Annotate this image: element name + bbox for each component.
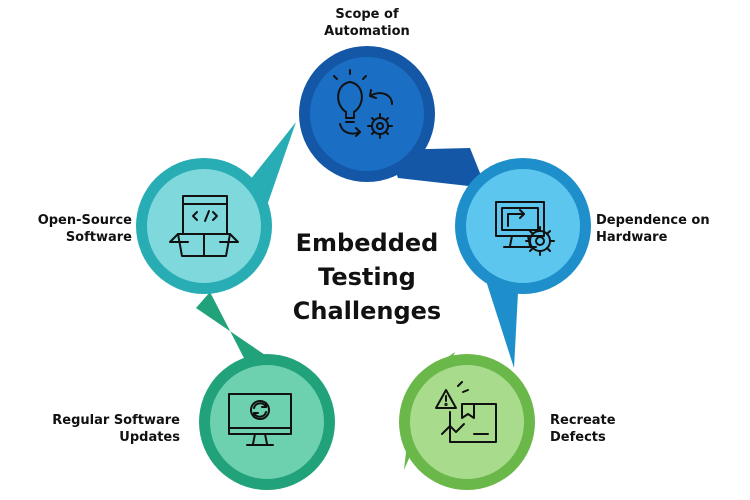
label-line: Updates — [119, 430, 180, 445]
title-line: Challenges — [292, 297, 442, 325]
node-updates — [199, 354, 335, 490]
title-line: Testing — [318, 263, 416, 291]
label-hardware: Dependence on Hardware — [596, 212, 744, 246]
label-line: Defects — [550, 430, 606, 445]
label-updates: Regular Software Updates — [20, 412, 180, 446]
label-line: Hardware — [596, 230, 668, 245]
lightbulb-gear-cycle-icon — [333, 69, 393, 139]
open-box-code-icon — [169, 195, 239, 257]
diagram-title: Embedded Testing Challenges — [252, 226, 482, 328]
label-line: Scope of — [335, 7, 399, 22]
monitor-refresh-icon — [228, 393, 292, 446]
label-line: Software — [65, 230, 132, 245]
label-line: Regular Software — [52, 413, 180, 428]
label-opensource: Open-Source Software — [10, 212, 132, 246]
arm-updates-to-opensource — [196, 292, 290, 372]
node-scope — [299, 46, 435, 182]
node-opensource — [136, 158, 272, 294]
label-scope: Scope of Automation — [300, 6, 434, 40]
label-line: Dependence on — [596, 213, 710, 228]
title-line: Embedded — [295, 229, 439, 257]
label-defects: Recreate Defects — [550, 412, 670, 446]
monitor-gear-icon — [495, 201, 555, 256]
label-line: Open-Source — [37, 213, 132, 228]
label-line: Recreate — [550, 413, 616, 428]
warning-box-icon — [435, 381, 497, 443]
node-hardware — [455, 158, 591, 294]
label-line: Automation — [324, 24, 410, 39]
node-defects — [399, 354, 535, 490]
